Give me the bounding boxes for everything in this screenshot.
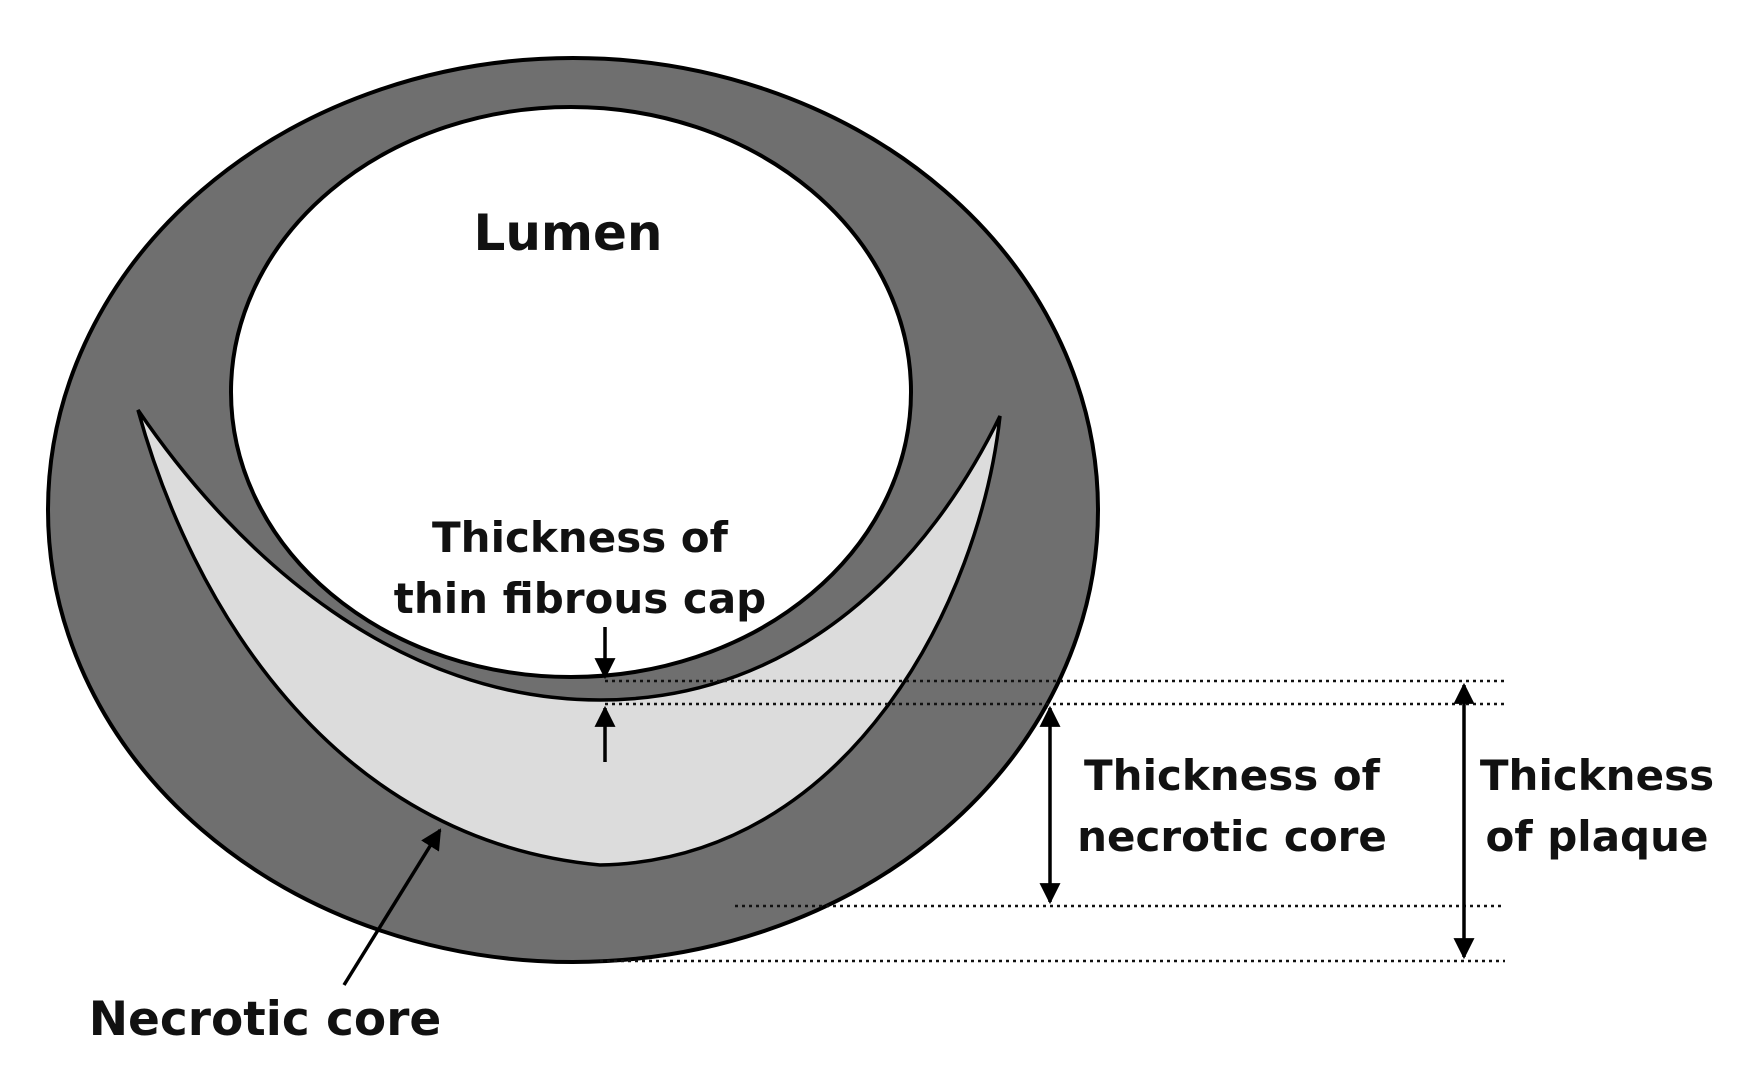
plaque-thickness-label-line1: Thickness — [1480, 751, 1714, 800]
fibrous-cap-label-line2: thin fibrous cap — [394, 574, 766, 623]
necrotic-core-thickness-label-line1: Thickness of — [1084, 751, 1381, 800]
necrotic-core-label: Necrotic core — [89, 992, 442, 1047]
necrotic-core-region — [136, 409, 1002, 867]
lumen — [229, 105, 913, 679]
lumen-label: Lumen — [473, 204, 662, 262]
necrotic-core-thickness-label-line2: necrotic core — [1077, 812, 1387, 861]
necrotic-core-pointer-arrow — [342, 828, 442, 986]
plaque-thickness-label-line2: of plaque — [1485, 812, 1708, 861]
fibrous-cap-label-line1: Thickness of — [432, 513, 729, 562]
